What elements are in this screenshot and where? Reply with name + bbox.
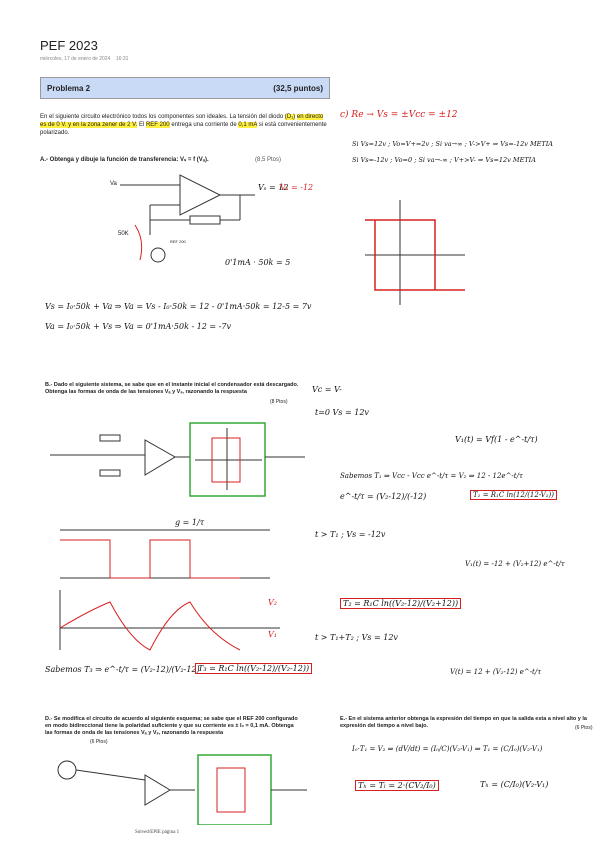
intro-p3: y en la zona zener de 2 V. (66, 122, 138, 128)
problem-points: (32,5 puntos) (273, 83, 323, 93)
question-a-points: (8,5 Ptos) (255, 157, 282, 163)
hw-b7: V₁(t) = -12 + (V₂+12) e^-t/τ (465, 560, 565, 568)
transfer-function-plot (365, 200, 465, 305)
circuit-d-diagram (57, 754, 307, 825)
hw-b5: T₁ = R₁C ln(12/(12-V₂)) (470, 490, 558, 500)
hw-b2: V₁(t) = Vf(1 - e^-t/τ) (455, 435, 538, 444)
hw-b-t3-result: T₃ = R₁C ln((V₂-12)/(V₂-12)) (195, 663, 313, 674)
hw-e2: Tₕ = Tₗ = 2·(CV₂/I₀) (355, 780, 439, 791)
intro-ref: REF 200 (145, 122, 170, 128)
hw-a-current: 0'1mA · 50k = 5 (225, 258, 291, 267)
intro-p6: si está convenientemente polarizado. (40, 122, 327, 136)
date: miércoles, 17 de enero de 2024 (40, 56, 111, 62)
question-e: E.- En el sistema anterior obtenga la ex… (340, 716, 587, 729)
date-line: miércoles, 17 de enero de 2024 16:31 (40, 56, 128, 62)
hw-c-line1: Si Vs=12v ; Vo=V+=2v ; Si va→∞ ; V->V+ ⇒… (352, 140, 553, 148)
page-title: PEF 2023 (40, 38, 98, 53)
hw-c-title: c) Re → Vs = ±Vcc = ±12 (340, 110, 458, 120)
hw-a-vs: Vₛ = 12 (258, 183, 289, 192)
hw-c-line2: Si Vs=-12v ; Vo=0 ; Si va→-∞ ; V+>V- ⇒ V… (352, 156, 536, 164)
hw-b8: T₂ = R₁C ln((V₂-12)/(V₂+12)) (340, 598, 462, 609)
question-e-points: (6 Ptos) (575, 725, 593, 731)
hw-b0: Vc = V- (312, 385, 342, 394)
label-v1: V₁ (268, 630, 277, 639)
question-d: D.- Se modifica el circuito de acuerdo a… (45, 716, 298, 736)
hw-a-line2: Va = I₀·50k + Vs ⇒ Va = 0'1mA·50k - 12 =… (45, 322, 231, 331)
question-a: A.- Obtenga y dibuje la función de trans… (40, 157, 209, 163)
intro-p1: En el siguiente circuito electrónico tod… (40, 114, 285, 120)
hw-g: g = 1/τ (175, 518, 205, 527)
question-b-points: (8 Ptos) (270, 399, 288, 405)
question-b: B.- Dado el siguiente sistema, se sabe q… (45, 382, 299, 395)
hw-b3: Sabemos T₁ ⇒ Vcc - Vcc e^-t/τ = V₂ ⇒ 12 … (340, 472, 523, 480)
hw-a-vs2: Vₛ = -12 (280, 183, 314, 192)
time: 16:31 (115, 56, 129, 62)
hw-b-t3: Sabemos T₃ ⇒ e^-t/τ = (V₂-12)/(V₂-12) (45, 665, 200, 674)
question-d-points: (6 Ptos) (90, 739, 108, 745)
hw-e1: I₀·T₁ = V₂ ⇒ (dV/dt) = (I₀/C)(V₂-V₁) ⇒ T… (352, 745, 543, 753)
circuit-a-diagram (120, 174, 255, 263)
hw-b10: V(t) = 12 + (V₂-12) e^-t/τ (450, 668, 542, 676)
problem-banner: Problema 2 (32,5 puntos) (40, 77, 330, 99)
label-v2: V₂ (268, 598, 277, 607)
hw-b6: t > T₁ ; Vs = -12v (315, 530, 386, 539)
problem-title: Problema 2 (47, 83, 91, 93)
hw-b9: t > T₁+T₂ ; Vs = 12v (315, 633, 398, 642)
label-ref: REF 200 (170, 239, 186, 244)
page-footer: Solved/EPIE página 1 (135, 830, 180, 835)
waveform-b-plot (59, 529, 280, 651)
label-50k: 50K (118, 231, 129, 237)
hw-a-line1: Vs = I₀·50k + Va ⇒ Va = Vs - I₀·50k = 12… (45, 302, 312, 311)
circuit-b-diagram (50, 422, 305, 497)
intro-text: En el siguiente circuito electrónico tod… (40, 113, 330, 137)
hw-e3: Tₕ = (C/I₀)(V₂-V₁) (480, 780, 549, 789)
intro-p5: entrega una corriente de (169, 122, 239, 128)
intro-p4: El (137, 122, 146, 128)
label-va: Va (110, 181, 117, 187)
intro-diode: (D₁) (284, 114, 296, 120)
hw-b4: e^-t/τ = (V₂-12)/(-12) (340, 492, 427, 501)
hw-b1: t=0 Vs = 12v (315, 408, 369, 417)
intro-current: 0,1 mA (238, 122, 258, 128)
